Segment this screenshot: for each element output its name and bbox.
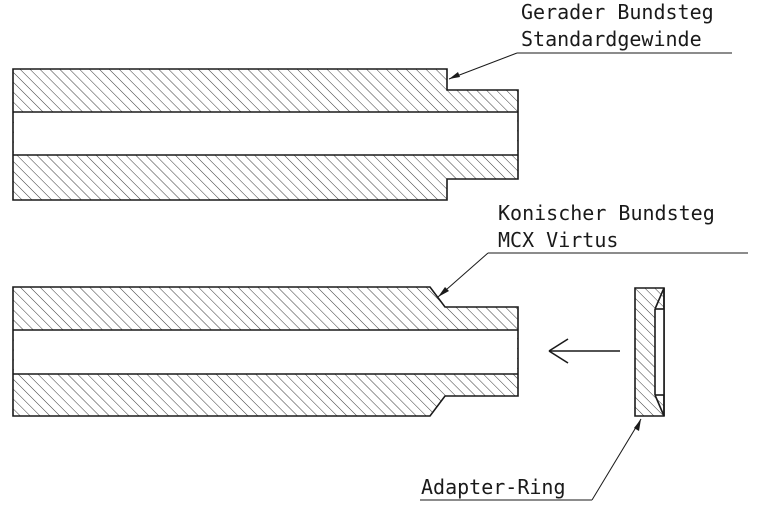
straight-collar-bore: [14, 112, 517, 155]
conical-collar-label-line2: MCX Virtus: [498, 228, 618, 252]
conical-collar-bore: [14, 330, 517, 374]
conical-collar-label-line1: Konischer Bundsteg: [498, 201, 715, 225]
adapter-ring-part: [634, 287, 665, 417]
adapter-ring-leader: [420, 418, 642, 501]
straight-collar-leader: [448, 52, 732, 80]
straight-collar-label-line1: Gerader Bundsteg: [521, 0, 714, 24]
straight-collar-label-line2: Standardgewinde: [521, 27, 702, 51]
straight-collar-part: [12, 68, 519, 201]
adapter-ring-label: Adapter-Ring: [421, 475, 566, 499]
adapter-ring-conical-bore: [655, 309, 664, 395]
conical-collar-leader: [437, 252, 748, 298]
assembly-direction-arrow: [548, 338, 620, 364]
conical-collar-part: [12, 286, 519, 417]
